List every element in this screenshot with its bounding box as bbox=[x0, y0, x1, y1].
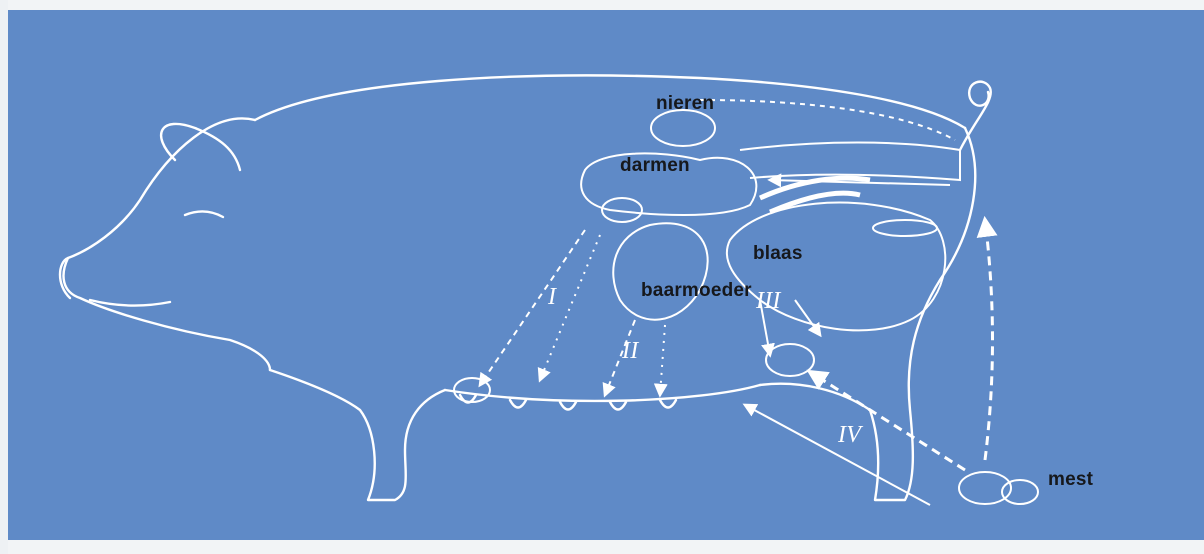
page-margin-bottom bbox=[0, 540, 1204, 554]
page-margin-left bbox=[0, 0, 8, 554]
label-darmen: darmen bbox=[620, 155, 690, 177]
label-baarmoeder: baarmoeder bbox=[641, 280, 752, 302]
label-nieren: nieren bbox=[656, 93, 714, 115]
route-numeral-one: I bbox=[548, 284, 556, 311]
organs bbox=[454, 110, 1038, 504]
label-blaas: blaas bbox=[753, 243, 803, 265]
page-margin-top bbox=[0, 0, 1204, 10]
route-numeral-two: II bbox=[622, 338, 638, 365]
route-numeral-three: III bbox=[756, 288, 781, 315]
label-mest: mest bbox=[1048, 469, 1093, 491]
route-numeral-four: IV bbox=[838, 422, 861, 449]
